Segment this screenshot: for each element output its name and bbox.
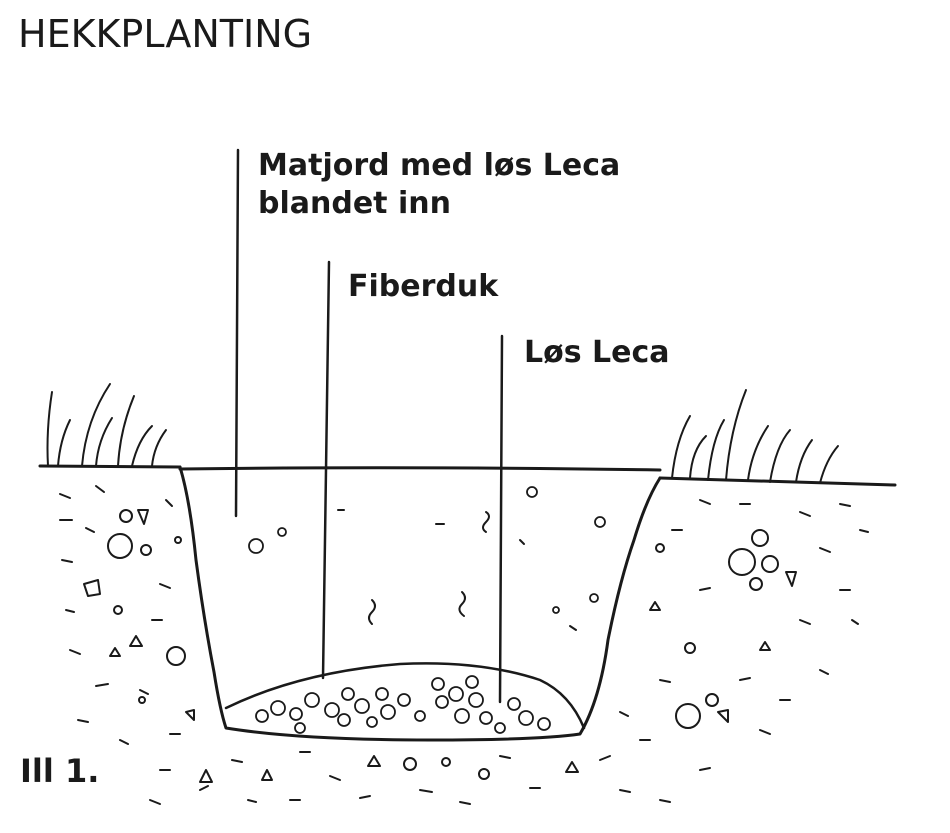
grass-right: [671, 389, 839, 484]
soil-texture-right: [619, 499, 869, 803]
topsoil-pellets: [248, 486, 606, 614]
figure-caption: Ill 1.: [20, 752, 100, 790]
topsoil-squiggles: [337, 509, 577, 631]
label-los-leca: Løs Leca: [524, 335, 670, 370]
label-matjord: Matjord med løs Leca blandet inn: [258, 147, 620, 223]
label-matjord-line2: blandet inn: [258, 186, 451, 221]
ground-line-left: [38, 464, 182, 469]
trench-outline: [178, 465, 662, 742]
ground-line-right: [658, 476, 897, 487]
label-matjord-line1: Matjord med løs Leca: [258, 148, 621, 183]
leader-line-fiberduk: [321, 260, 331, 680]
grass-left: [46, 383, 167, 467]
leca-pellets: [255, 675, 551, 734]
leader-line-matjord: [234, 148, 240, 518]
soil-texture-bottom: [199, 751, 631, 805]
fiber-cloth-mound: [224, 662, 586, 730]
ground-line-middle: [178, 466, 662, 472]
label-fiberduk: Fiberduk: [348, 269, 499, 304]
diagram-title: HEKKPLANTING: [18, 12, 313, 56]
leader-line-los-leca: [498, 334, 504, 704]
soil-texture-left: [59, 485, 209, 805]
